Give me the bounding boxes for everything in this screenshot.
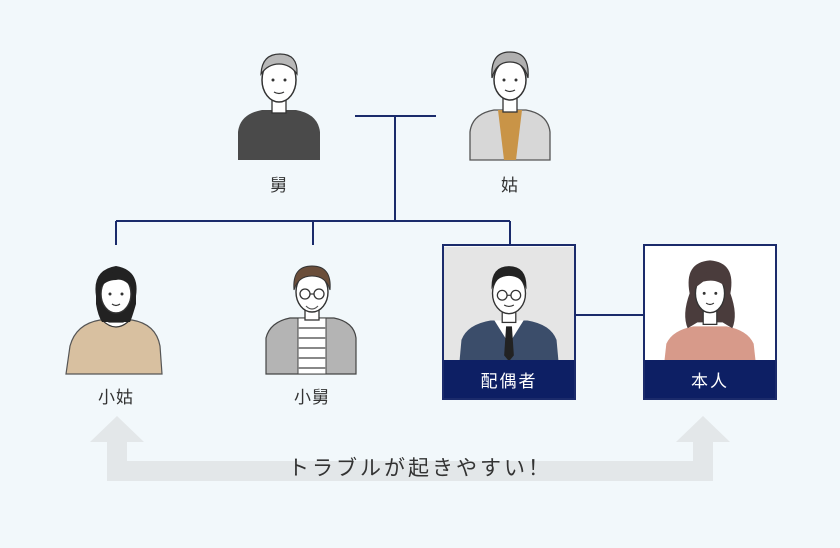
trouble-notice: トラブルが起きやすい！ [288,456,552,480]
brother-in-law-label: 小舅 [294,388,330,408]
trouble-arrow [90,416,730,481]
sister-in-law-illustration [65,266,163,375]
brother-in-law-illustration [265,265,357,375]
father-in-law-label: 舅 [270,176,288,196]
mother-in-law-illustration [469,51,551,161]
spouse-caption: 配偶者 [444,360,574,398]
spouse-card: 配偶者 [442,244,576,400]
sister-in-law-label: 小姑 [98,388,134,408]
self-caption: 本人 [645,360,775,398]
self-card: 本人 [643,244,777,400]
father-in-law-illustration [238,53,320,160]
mother-in-law-label: 姑 [501,176,519,196]
self-illustration [645,246,775,362]
connector-lines [115,115,644,316]
spouse-illustration [444,246,574,362]
